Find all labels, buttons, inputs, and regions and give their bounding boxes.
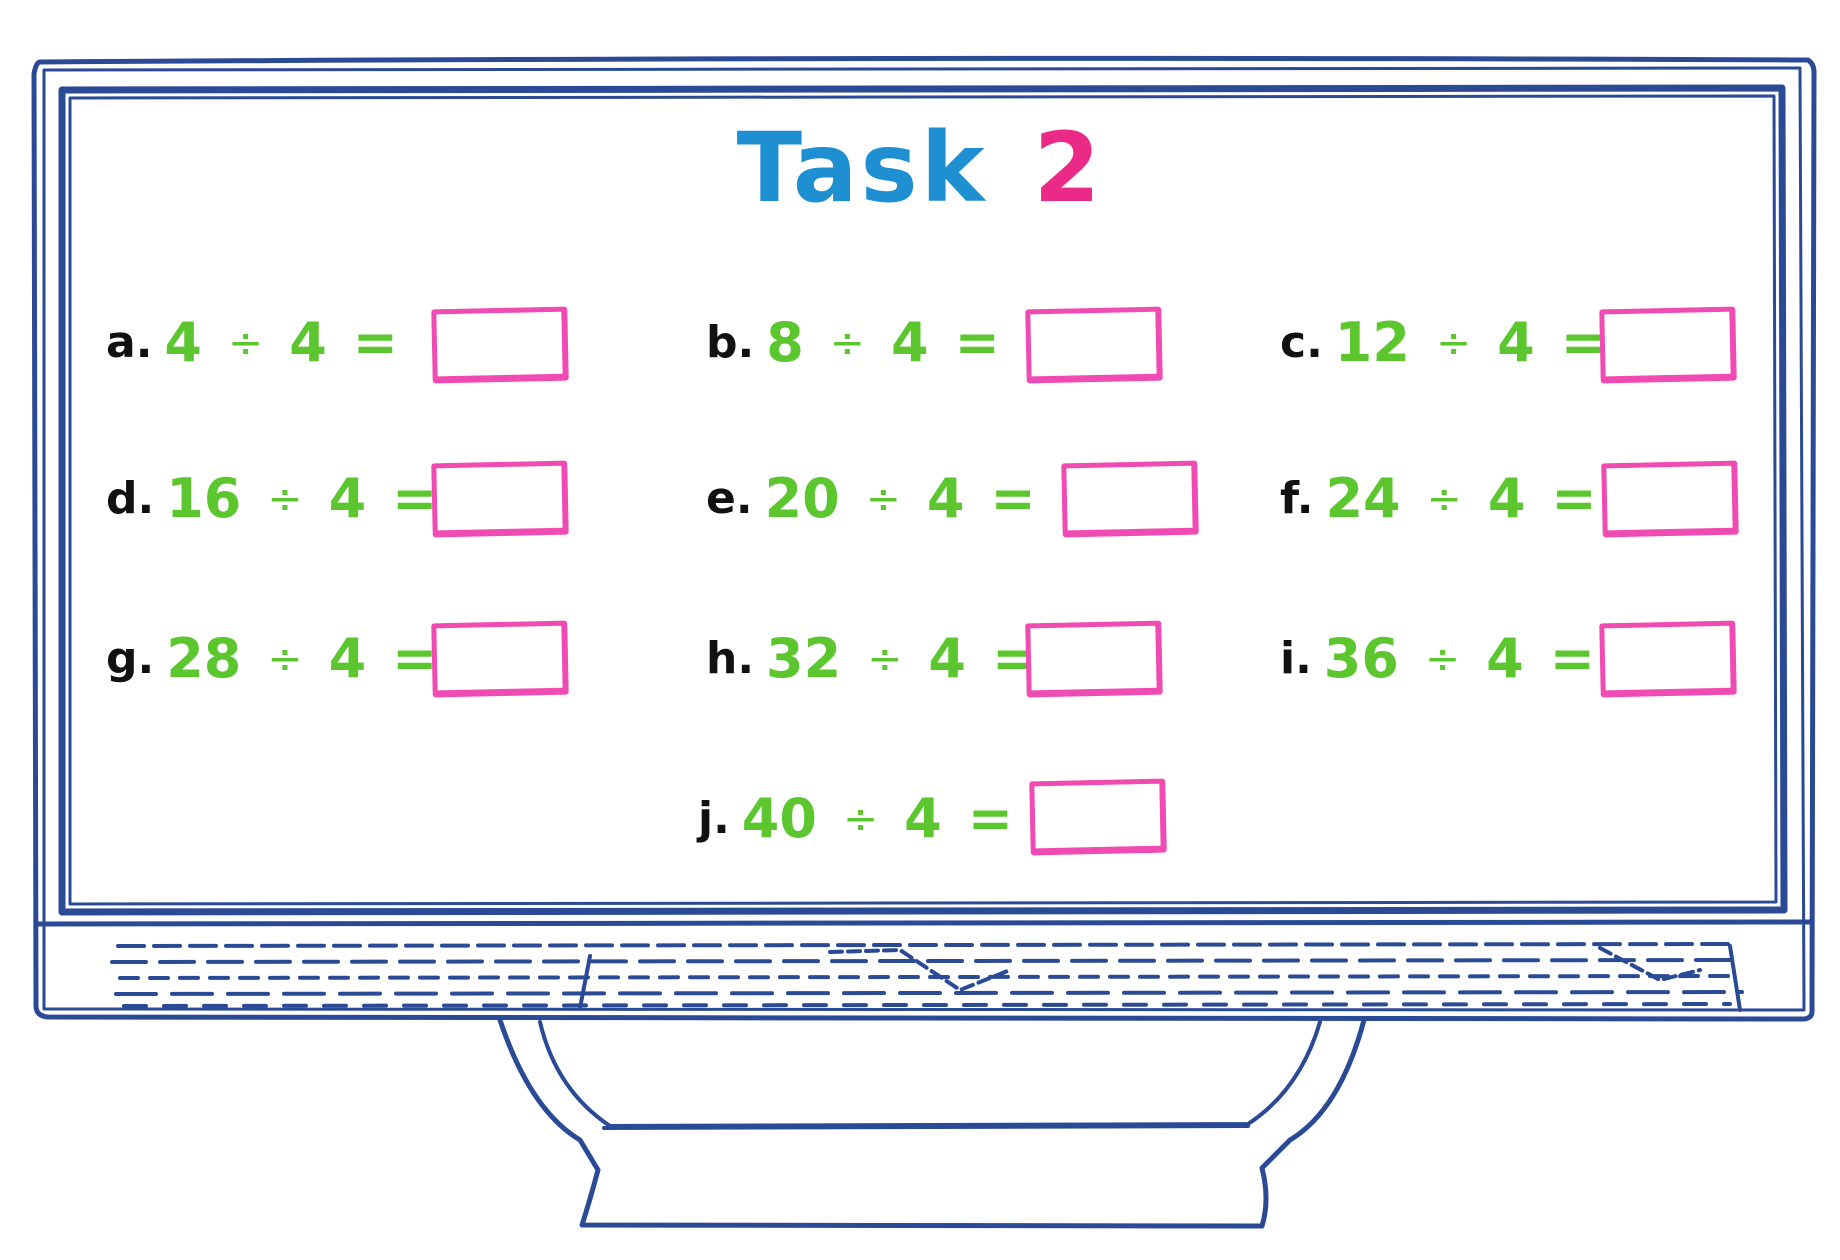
dividend: 40 — [741, 786, 817, 850]
problem-expression: 8 ÷ 4 = — [766, 311, 1000, 374]
problem-j: j. 40 ÷ 4 = — [698, 778, 1013, 858]
divide-sign: ÷ — [1435, 317, 1472, 367]
divide-sign: ÷ — [1424, 633, 1461, 683]
problem-expression: 40 ÷ 4 = — [742, 787, 1013, 850]
problem-g: g. 28 ÷ 4 = — [106, 618, 437, 698]
dividend: 32 — [766, 626, 842, 690]
divisor: 4 — [926, 466, 965, 530]
divide-sign: ÷ — [865, 473, 901, 523]
divisor: 4 — [328, 466, 367, 530]
answer-box-f[interactable] — [1601, 460, 1739, 538]
dividend: 12 — [1334, 310, 1410, 374]
divisor: 4 — [289, 310, 327, 374]
answer-box-i[interactable] — [1599, 620, 1737, 698]
dividend: 8 — [766, 310, 804, 374]
divisor: 4 — [328, 626, 367, 690]
dividend: 16 — [166, 466, 242, 530]
monitor-outer-frame — [31, 55, 1817, 1022]
problem-letter: f. — [1280, 472, 1314, 524]
problem-expression: 16 ÷ 4 = — [166, 467, 437, 530]
problem-f: f. 24 ÷ 4 = — [1280, 458, 1597, 538]
equals-sign: = — [392, 466, 438, 530]
problem-expression: 20 ÷ 4 = — [765, 467, 1036, 530]
problem-expression: 12 ÷ 4 = — [1335, 311, 1606, 374]
divisor: 4 — [1497, 310, 1535, 374]
divide-sign: ÷ — [867, 633, 903, 683]
task-title-word: Task — [736, 112, 988, 224]
divide-sign: ÷ — [1426, 473, 1462, 523]
problem-b: b. 8 ÷ 4 = — [706, 302, 1000, 382]
equals-sign: = — [1551, 466, 1597, 530]
problem-c: c. 12 ÷ 4 = — [1280, 302, 1606, 382]
equals-sign: = — [954, 310, 1000, 374]
problem-i: i. 36 ÷ 4 = — [1280, 618, 1595, 698]
answer-box-g[interactable] — [431, 620, 569, 698]
answer-box-a[interactable] — [431, 306, 569, 384]
answer-box-b[interactable] — [1025, 306, 1163, 384]
problem-expression: 32 ÷ 4 = — [766, 627, 1037, 690]
answer-box-d[interactable] — [431, 460, 569, 538]
divisor: 4 — [1487, 466, 1526, 530]
divide-sign: ÷ — [267, 633, 303, 683]
equals-sign: = — [392, 626, 438, 690]
dividend: 20 — [764, 466, 840, 530]
dividend: 4 — [164, 310, 202, 374]
problem-letter: b. — [706, 316, 755, 368]
answer-box-c[interactable] — [1599, 306, 1737, 384]
divisor: 4 — [928, 626, 966, 690]
divide-sign: ÷ — [267, 473, 303, 523]
problem-expression: 28 ÷ 4 = — [166, 627, 437, 690]
problem-letter: e. — [706, 472, 753, 524]
divide-sign: ÷ — [829, 317, 865, 367]
problem-letter: j. — [698, 792, 730, 844]
equals-sign: = — [1549, 626, 1595, 690]
equals-sign: = — [1560, 310, 1606, 374]
dividend: 36 — [1323, 626, 1399, 690]
problem-a: a. 4 ÷ 4 = — [106, 302, 398, 382]
problem-expression: 36 ÷ 4 = — [1324, 627, 1595, 690]
problem-letter: h. — [706, 632, 755, 684]
problem-letter: a. — [106, 316, 153, 368]
answer-box-e[interactable] — [1061, 460, 1199, 538]
problem-letter: d. — [106, 472, 155, 524]
problem-d: d. 16 ÷ 4 = — [106, 458, 437, 538]
problem-h: h. 32 ÷ 4 = — [706, 618, 1037, 698]
dividend: 28 — [166, 626, 242, 690]
problem-expression: 4 ÷ 4 = — [164, 311, 398, 374]
answer-box-h[interactable] — [1025, 620, 1163, 698]
equals-sign: = — [990, 466, 1036, 530]
task-title-number: 2 — [1033, 112, 1104, 224]
problem-letter: c. — [1280, 316, 1323, 368]
problem-letter: i. — [1280, 632, 1312, 684]
dividend: 24 — [1325, 466, 1401, 530]
answer-box-j[interactable] — [1029, 778, 1167, 856]
problem-e: e. 20 ÷ 4 = — [706, 458, 1036, 538]
equals-sign: = — [967, 786, 1013, 850]
divisor: 4 — [891, 310, 929, 374]
monitor-stand — [497, 1017, 1367, 1229]
divisor: 4 — [904, 786, 942, 850]
divide-sign: ÷ — [227, 317, 264, 367]
divisor: 4 — [1486, 626, 1524, 690]
equals-sign: = — [352, 310, 399, 374]
problem-expression: 24 ÷ 4 = — [1325, 467, 1596, 530]
divide-sign: ÷ — [842, 793, 879, 843]
screen-border — [58, 84, 1788, 916]
speaker-grille-scribble — [110, 942, 1744, 1012]
problem-letter: g. — [106, 632, 155, 684]
